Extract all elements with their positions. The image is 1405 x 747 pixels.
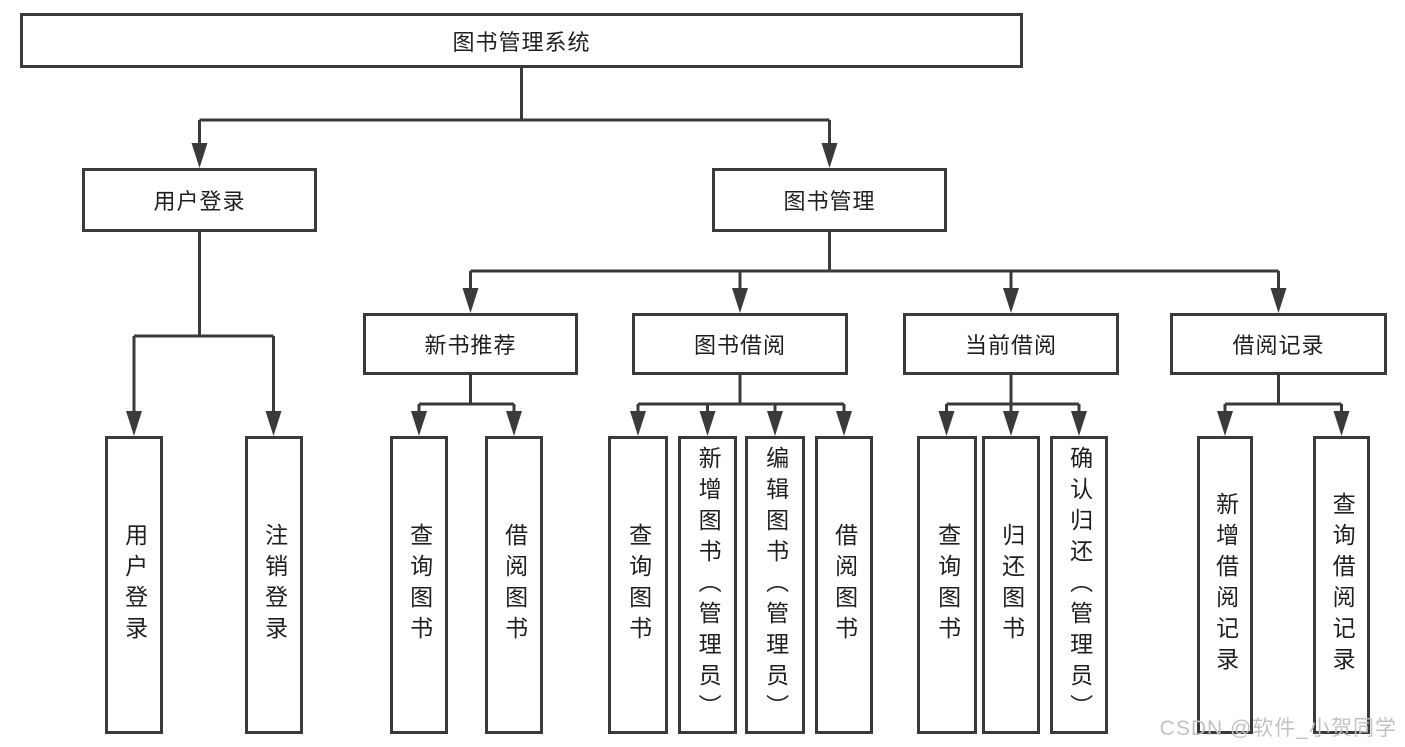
node-user-login-label: 用户登录	[153, 189, 246, 214]
node-book-management-label: 图书管理	[783, 189, 876, 214]
node-borrowing-records-label: 借阅记录	[1232, 333, 1325, 358]
leaf-edit-books-admin: 编辑图书（管理员）	[745, 436, 805, 734]
leaf-user-login-label: 用户登录	[121, 523, 148, 647]
leaf-borrow-books: 借阅图书	[815, 436, 873, 734]
leaf-return-books: 归还图书	[982, 436, 1040, 734]
node-current-borrowing: 当前借阅	[903, 313, 1119, 375]
node-new-book-recommend-label: 新书推荐	[424, 333, 517, 358]
leaf-logout: 注销登录	[245, 436, 303, 734]
leaf-borrow-books-recommend: 借阅图书	[485, 436, 543, 734]
arrowheads	[126, 143, 1350, 436]
leaf-query-borrow-record: 查询借阅记录	[1313, 436, 1370, 734]
leaf-query-borrow-record-label: 查询借阅记录	[1329, 492, 1356, 678]
leaf-confirm-return-admin-label: 确认归还（管理员）	[1066, 445, 1093, 725]
leaf-return-books-label: 归还图书	[998, 523, 1025, 647]
node-current-borrowing-label: 当前借阅	[964, 333, 1057, 358]
leaf-query-books-borrowing-label: 查询图书	[625, 523, 652, 647]
leaf-add-borrow-record: 新增借阅记录	[1197, 436, 1253, 734]
node-book-management: 图书管理	[712, 168, 947, 232]
leaf-query-books-current: 查询图书	[917, 436, 977, 734]
leaf-add-books-admin: 新增图书（管理员）	[678, 436, 737, 734]
leaf-query-books-recommend: 查询图书	[390, 436, 448, 734]
node-user-login: 用户登录	[82, 168, 317, 232]
node-new-book-recommend: 新书推荐	[363, 313, 578, 375]
leaf-add-borrow-record-label: 新增借阅记录	[1212, 492, 1239, 678]
node-root: 图书管理系统	[20, 13, 1023, 68]
leaf-borrow-books-label: 借阅图书	[831, 523, 858, 647]
leaf-query-books-recommend-label: 查询图书	[406, 523, 433, 647]
node-book-borrowing: 图书借阅	[632, 313, 848, 375]
node-root-label: 图书管理系统	[452, 29, 591, 55]
leaf-edit-books-admin-label: 编辑图书（管理员）	[762, 445, 789, 725]
leaf-add-books-admin-label: 新增图书（管理员）	[695, 445, 722, 725]
leaf-logout-label: 注销登录	[261, 523, 288, 647]
leaf-confirm-return-admin: 确认归还（管理员）	[1050, 436, 1108, 734]
node-borrowing-records: 借阅记录	[1170, 313, 1387, 375]
csdn-watermark: CSDN @软件_小贺同学	[1159, 717, 1397, 740]
leaf-query-books-current-label: 查询图书	[934, 523, 961, 647]
leaf-user-login: 用户登录	[105, 436, 163, 734]
node-book-borrowing-label: 图书借阅	[693, 333, 786, 358]
leaf-query-books-borrowing: 查询图书	[608, 436, 668, 734]
leaf-borrow-books-recommend-label: 借阅图书	[501, 523, 528, 647]
